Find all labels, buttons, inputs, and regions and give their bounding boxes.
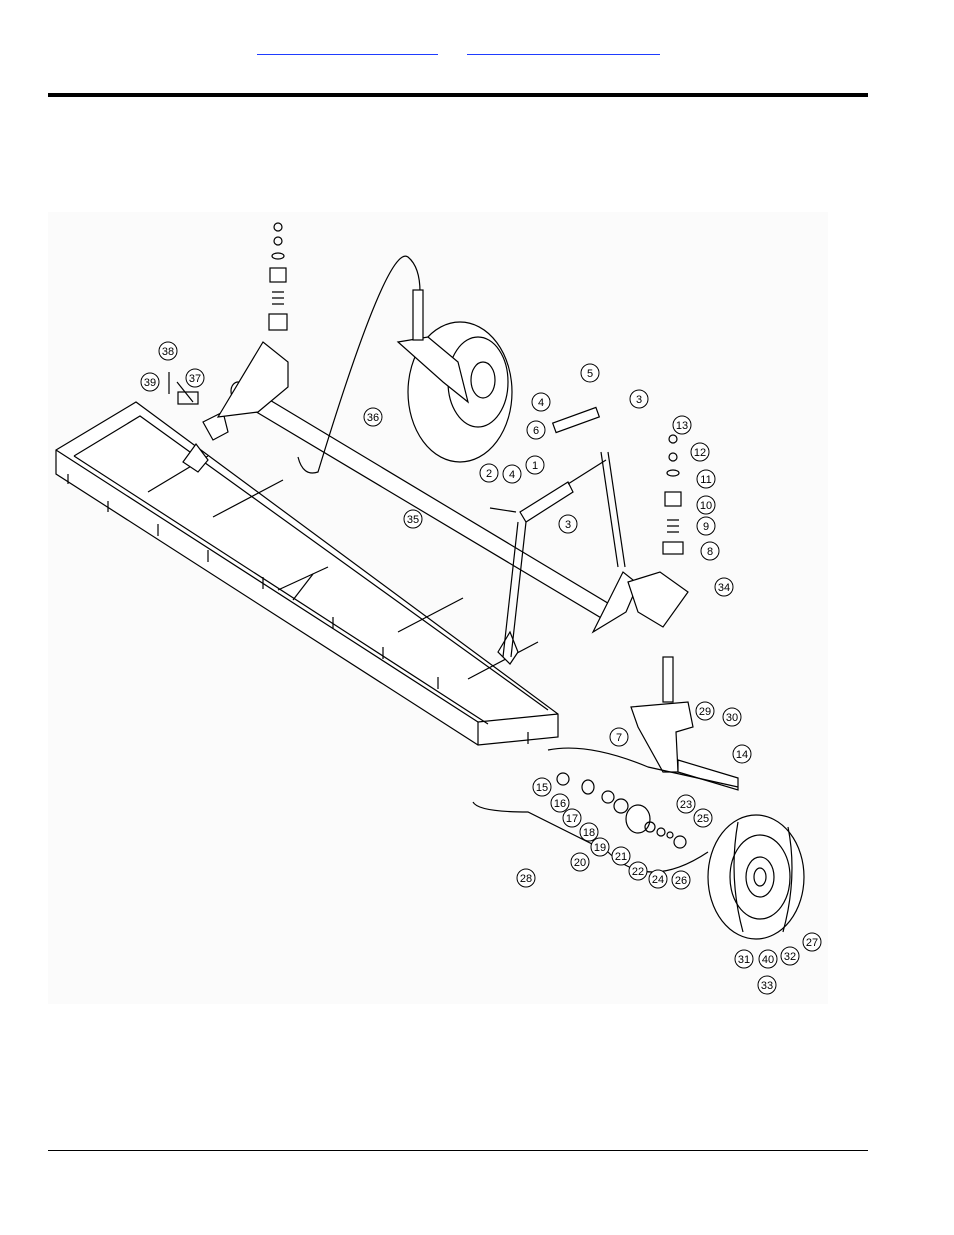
svg-text:10: 10 [700, 500, 712, 512]
svg-text:17: 17 [566, 813, 578, 825]
callout: 39 [141, 373, 159, 391]
callout: 14 [733, 745, 751, 763]
callout: 27 [803, 933, 821, 951]
svg-text:33: 33 [761, 980, 773, 992]
callout: 36 [364, 408, 382, 426]
svg-text:3: 3 [636, 394, 642, 406]
callout: 25 [694, 809, 712, 827]
parts-diagram: 1 2 3 3 4 4 5 6 7 8 9 10 11 12 13 14 15 … [48, 212, 828, 1004]
callout: 4 [532, 393, 550, 411]
upper-wheel [398, 290, 512, 462]
header-links [0, 40, 954, 56]
callout: 12 [691, 443, 709, 461]
callout: 40 [759, 950, 777, 968]
svg-text:13: 13 [676, 420, 688, 432]
parts-diagram-svg: 1 2 3 3 4 4 5 6 7 8 9 10 11 12 13 14 15 … [48, 212, 828, 1004]
callout: 7 [610, 728, 628, 746]
svg-text:1: 1 [532, 460, 538, 472]
callout: 29 [696, 702, 714, 720]
svg-text:16: 16 [554, 798, 566, 810]
callout: 32 [781, 947, 799, 965]
callout: 30 [723, 708, 741, 726]
svg-text:14: 14 [736, 749, 748, 761]
svg-text:36: 36 [367, 412, 379, 424]
lower-wheel [708, 815, 804, 939]
svg-text:7: 7 [616, 732, 622, 744]
header-link-2[interactable] [467, 40, 660, 55]
callout: 8 [701, 542, 719, 560]
svg-text:37: 37 [189, 373, 201, 385]
svg-text:15: 15 [536, 782, 548, 794]
callout: 31 [735, 950, 753, 968]
callout: 13 [673, 416, 691, 434]
svg-text:12: 12 [694, 447, 706, 459]
svg-text:28: 28 [520, 873, 532, 885]
callout: 19 [591, 838, 609, 856]
svg-text:4: 4 [509, 469, 515, 481]
callout: 3 [630, 390, 648, 408]
svg-text:27: 27 [806, 937, 818, 949]
svg-text:38: 38 [162, 346, 174, 358]
svg-text:9: 9 [703, 521, 709, 533]
callout: 16 [551, 794, 569, 812]
header-rule [48, 93, 868, 97]
svg-text:34: 34 [718, 582, 730, 594]
callout: 11 [697, 470, 715, 488]
svg-text:30: 30 [726, 712, 738, 724]
svg-text:32: 32 [784, 951, 796, 963]
svg-text:8: 8 [707, 546, 713, 558]
callout: 34 [715, 578, 733, 596]
svg-text:3: 3 [565, 519, 571, 531]
svg-text:25: 25 [697, 813, 709, 825]
callout: 21 [612, 847, 630, 865]
callout: 17 [563, 809, 581, 827]
svg-text:29: 29 [699, 706, 711, 718]
svg-text:26: 26 [675, 875, 687, 887]
svg-text:39: 39 [144, 377, 156, 389]
svg-text:2: 2 [486, 468, 492, 480]
svg-text:20: 20 [574, 857, 586, 869]
callout: 38 [159, 342, 177, 360]
callout: 10 [697, 496, 715, 514]
callout: 28 [517, 869, 535, 887]
callout: 18 [580, 823, 598, 841]
callout: 15 [533, 778, 551, 796]
callout: 24 [649, 870, 667, 888]
header-link-1[interactable] [257, 40, 438, 55]
svg-text:24: 24 [652, 874, 664, 886]
svg-text:11: 11 [700, 474, 711, 486]
callout: 6 [527, 421, 545, 439]
callout: 26 [672, 871, 690, 889]
spindle-stack-left [269, 223, 287, 330]
callout: 4 [503, 465, 521, 483]
svg-text:21: 21 [615, 851, 627, 863]
lower-fork [548, 657, 738, 790]
svg-text:19: 19 [594, 842, 606, 854]
cylinder [490, 407, 606, 522]
svg-text:22: 22 [632, 866, 644, 878]
callout: 9 [697, 517, 715, 535]
callout: 35 [404, 510, 422, 528]
svg-text:35: 35 [407, 514, 419, 526]
callout: 22 [629, 862, 647, 880]
callout: 33 [758, 976, 776, 994]
callout: 1 [526, 456, 544, 474]
spindle-stack-right [663, 435, 683, 554]
callout: 2 [480, 464, 498, 482]
callout: 5 [581, 364, 599, 382]
svg-text:18: 18 [583, 827, 595, 839]
svg-text:5: 5 [587, 368, 593, 380]
svg-text:31: 31 [738, 954, 750, 966]
callout: 3 [559, 515, 577, 533]
callout: 37 [186, 369, 204, 387]
svg-text:23: 23 [680, 799, 692, 811]
svg-text:6: 6 [533, 425, 539, 437]
svg-text:40: 40 [762, 954, 774, 966]
callout: 23 [677, 795, 695, 813]
hub-components [473, 773, 708, 872]
callout: 20 [571, 853, 589, 871]
footer-rule [48, 1150, 868, 1151]
svg-text:4: 4 [538, 397, 544, 409]
